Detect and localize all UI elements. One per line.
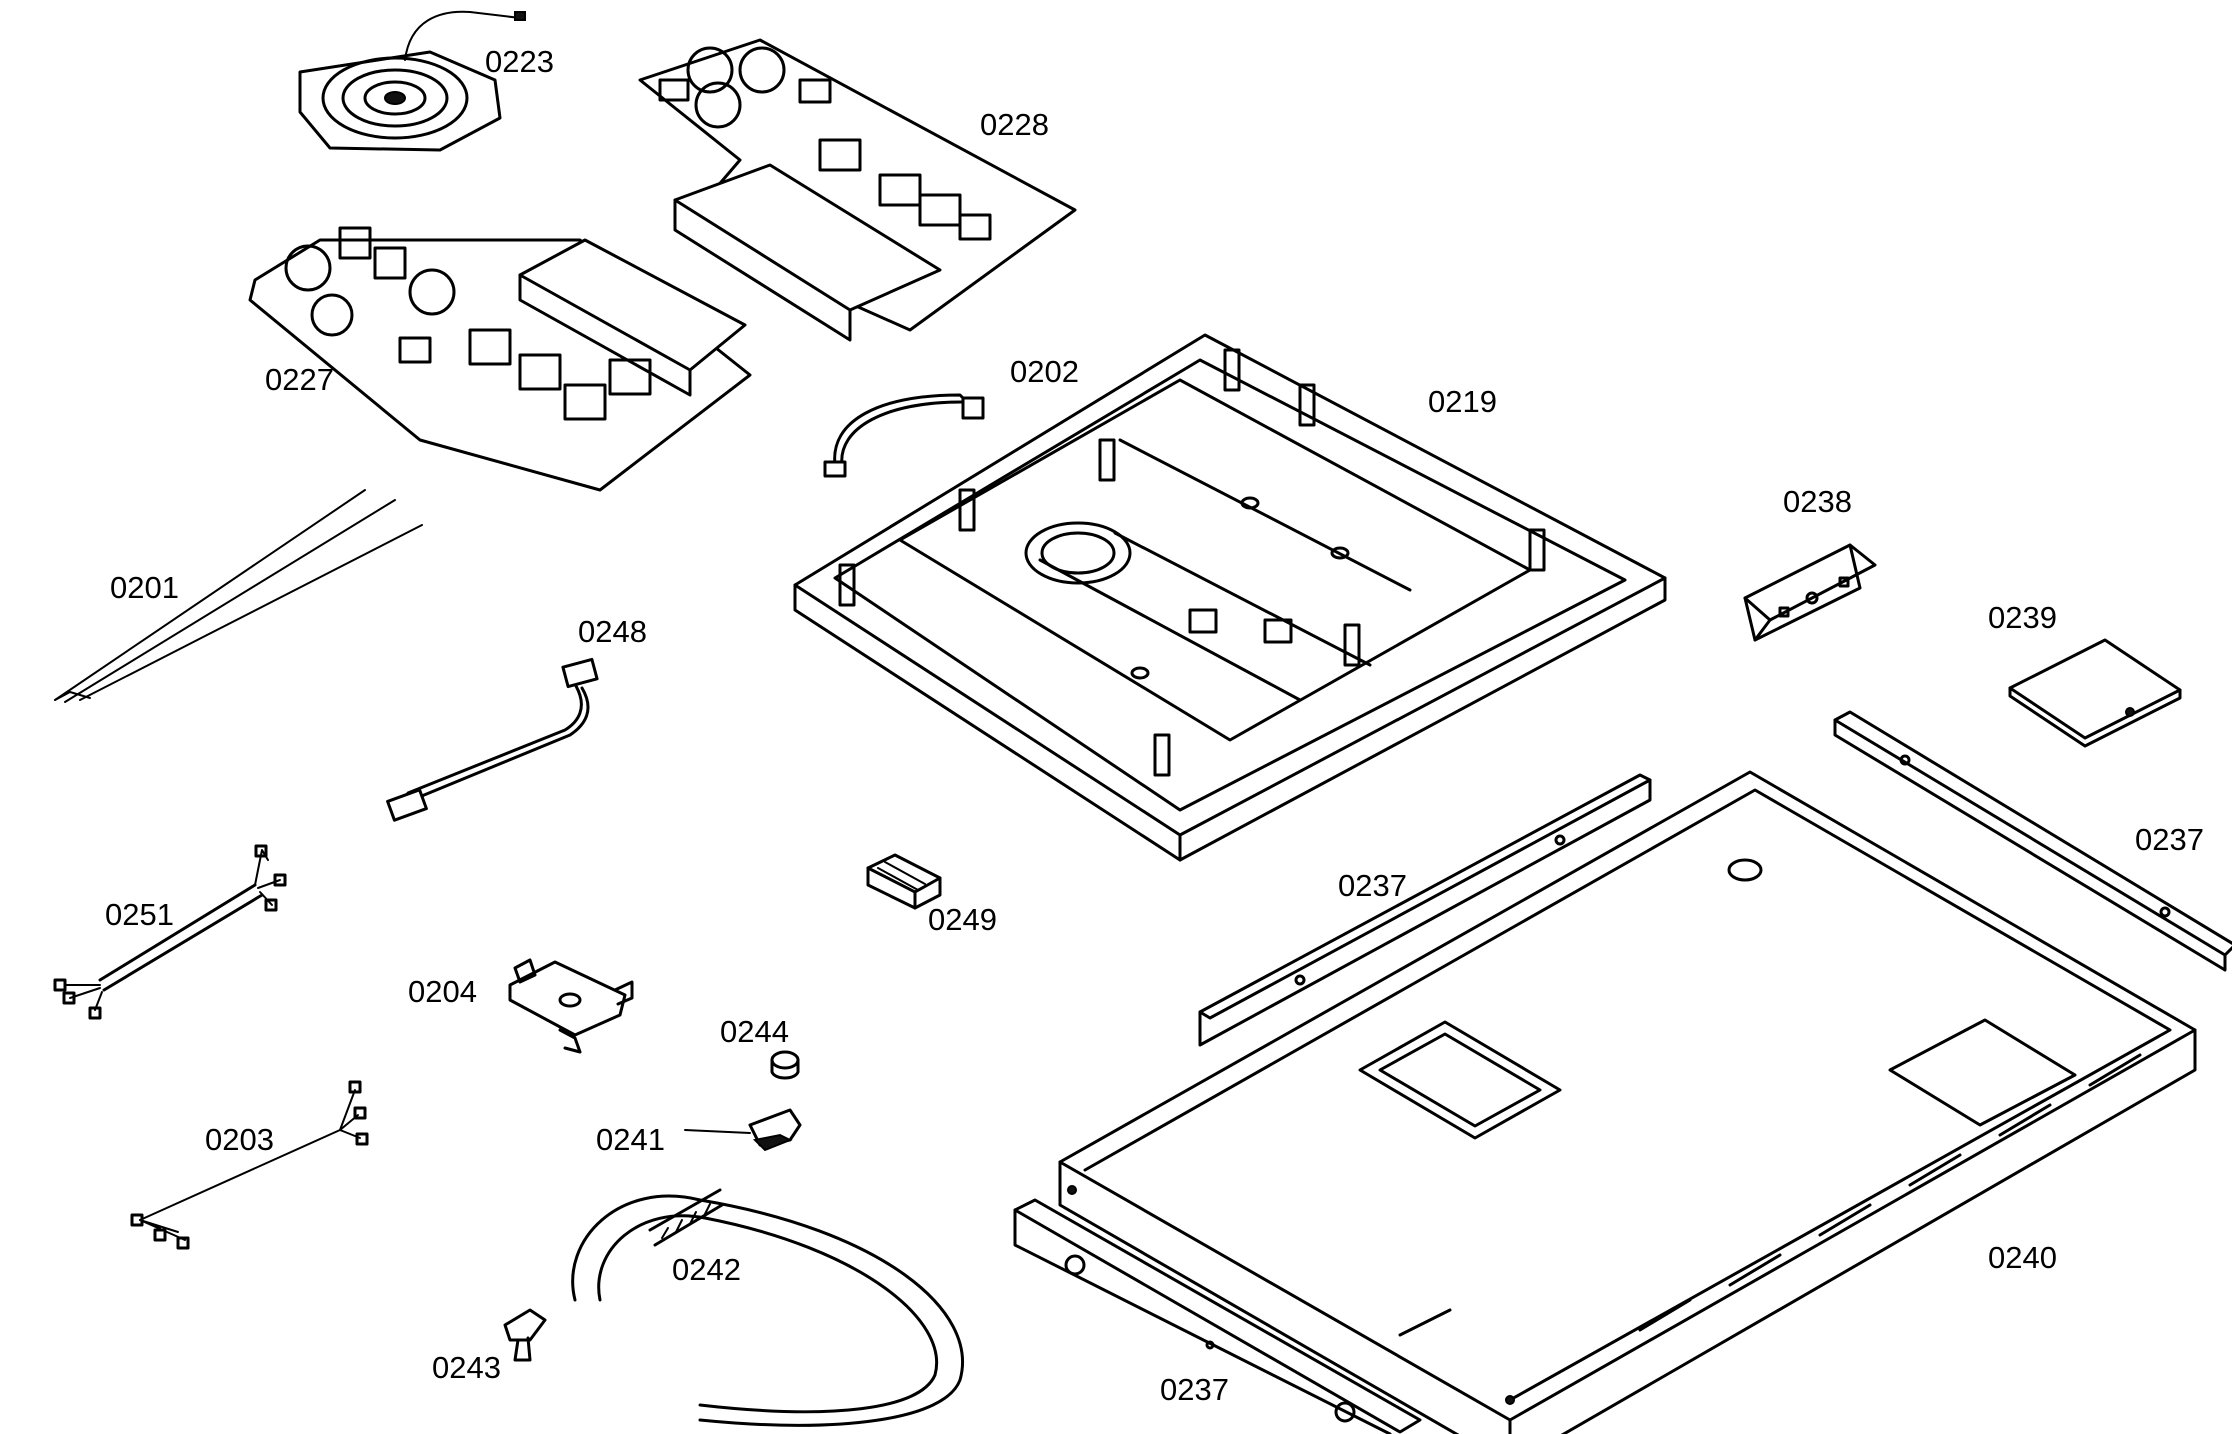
label-0237-bottom: 0237 — [1160, 1372, 1229, 1407]
label-0251: 0251 — [105, 897, 174, 932]
label-0237-right: 0237 — [2135, 822, 2204, 857]
part-0244-cap — [770, 1050, 800, 1080]
part-0237-bottom-rail — [1013, 1198, 1422, 1434]
part-0219-base-tray — [793, 333, 1667, 862]
label-0223: 0223 — [485, 44, 554, 79]
label-0248: 0248 — [578, 614, 647, 649]
label-0202: 0202 — [1010, 354, 1079, 389]
label-0243: 0243 — [432, 1350, 501, 1385]
part-0203-wire-harness — [130, 1080, 369, 1250]
part-0240-bottom-cover — [1058, 770, 2197, 1434]
label-0201: 0201 — [110, 570, 179, 605]
label-0244: 0244 — [720, 1014, 789, 1049]
part-0251-wire-harness — [53, 844, 287, 1020]
part-0223-fan — [298, 10, 526, 152]
part-0202-wire-harness — [823, 393, 985, 478]
label-0204: 0204 — [408, 974, 477, 1009]
part-0248-flat-cable — [386, 657, 599, 822]
label-0237-middle: 0237 — [1338, 868, 1407, 903]
part-0228-circuit-board — [638, 38, 1077, 342]
part-0238-bracket — [1743, 543, 1877, 642]
part-0201-wires — [54, 489, 423, 703]
part-0249-connector — [866, 853, 942, 910]
part-0204-bracket — [508, 958, 634, 1054]
label-0241: 0241 — [596, 1122, 665, 1157]
label-0249: 0249 — [928, 902, 997, 937]
part-0237-middle-rail — [1198, 773, 1652, 1047]
part-0227-circuit-board — [248, 226, 752, 492]
part-0239-cover-plate — [2008, 638, 2182, 748]
part-0241-sensor — [684, 1108, 802, 1152]
label-0228: 0228 — [980, 107, 1049, 142]
label-0227: 0227 — [265, 362, 334, 397]
part-0242-hose — [571, 1188, 964, 1427]
label-0240: 0240 — [1988, 1240, 2057, 1275]
label-0239: 0239 — [1988, 600, 2057, 635]
part-0243-grommet — [503, 1308, 547, 1362]
label-0242: 0242 — [672, 1252, 741, 1287]
part-0237-right-rail — [1833, 710, 2232, 972]
label-0219: 0219 — [1428, 384, 1497, 419]
label-0203: 0203 — [205, 1122, 274, 1157]
label-0238: 0238 — [1783, 484, 1852, 519]
